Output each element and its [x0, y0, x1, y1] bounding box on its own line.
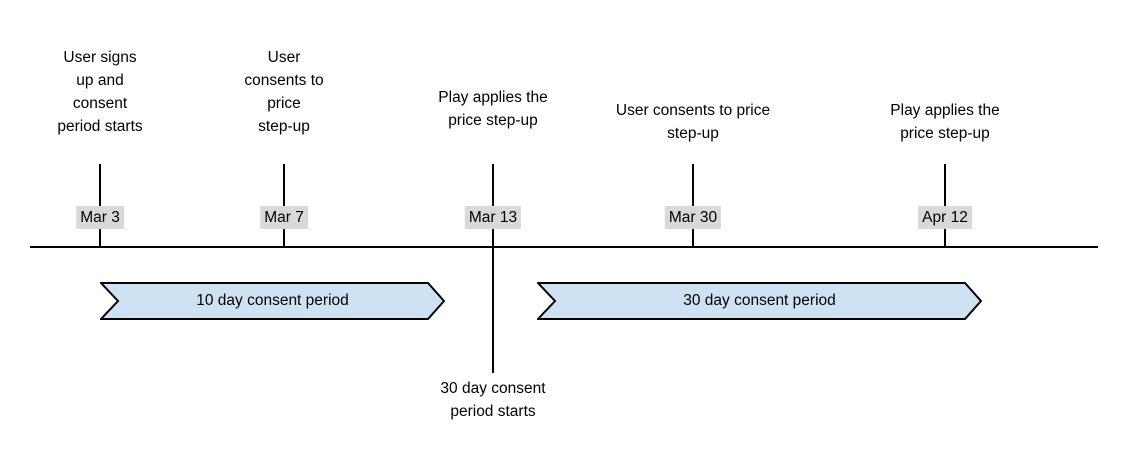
event-label: User consents to price step-up [244, 49, 324, 135]
event-date-chip: Mar 7 [260, 206, 308, 229]
event-tick-line [692, 229, 694, 248]
event-date-chip: Mar 30 [664, 206, 722, 229]
event-tick-line [692, 164, 694, 206]
event-label: Play applies the price step-up [890, 102, 1000, 142]
period-arrow-shape [537, 282, 982, 320]
period-arrow-shape [100, 282, 445, 320]
event-tick-line [99, 164, 101, 206]
event-note-below: 30 day consent period starts [440, 380, 546, 420]
event-label: User signs up and consent period starts [57, 49, 143, 135]
period-label: 30 day consent period [683, 292, 836, 309]
event-date-chip: Apr 12 [918, 206, 972, 229]
event-tick-line [944, 229, 946, 248]
event-tick-line [99, 229, 101, 248]
event-date-chip: Mar 13 [464, 206, 522, 229]
event-tick-line-extended [492, 229, 494, 373]
event-label: User consents to price step-up [615, 102, 771, 142]
event-tick-line [492, 164, 494, 206]
event-tick-line [944, 164, 946, 206]
timeline-axis [30, 246, 1098, 248]
event-label: Play applies the price step-up [438, 89, 548, 129]
consent-period-10-day: 10 day consent period [100, 282, 445, 320]
period-label: 10 day consent period [196, 292, 349, 309]
consent-period-30-day: 30 day consent period [537, 282, 982, 320]
event-date-chip: Mar 3 [76, 206, 124, 229]
event-tick-line [283, 164, 285, 206]
event-tick-line [283, 229, 285, 248]
